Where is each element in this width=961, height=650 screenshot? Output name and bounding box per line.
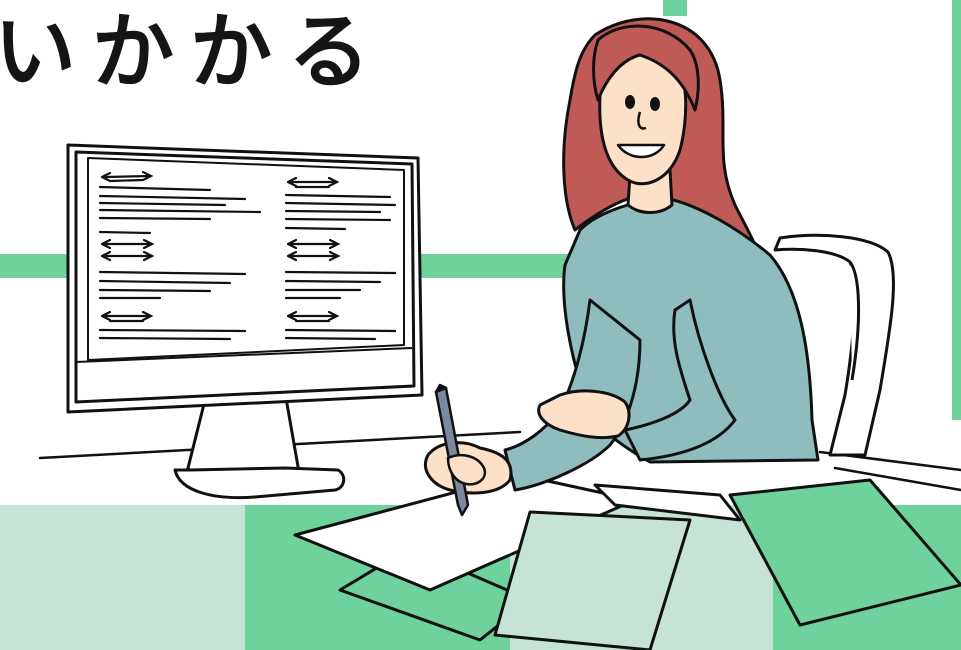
eye-left — [625, 95, 635, 109]
headline-text: いかかる — [0, 5, 387, 100]
hair-front — [592, 24, 700, 112]
green-right-edge — [952, 0, 961, 420]
paper-sheets — [293, 473, 961, 650]
bottom-block-light-1 — [0, 505, 245, 650]
nose — [637, 111, 647, 130]
woman — [424, 17, 820, 517]
right-arm — [623, 298, 737, 462]
monitor-stand — [173, 396, 346, 500]
eye-right — [650, 97, 660, 111]
code-lines — [98, 170, 397, 341]
monitor — [66, 143, 424, 414]
pen — [434, 383, 470, 517]
chair — [773, 233, 895, 457]
right-hand — [537, 389, 631, 440]
mouth — [616, 143, 666, 159]
green-top-tab — [663, 0, 687, 16]
fingers — [446, 454, 487, 486]
